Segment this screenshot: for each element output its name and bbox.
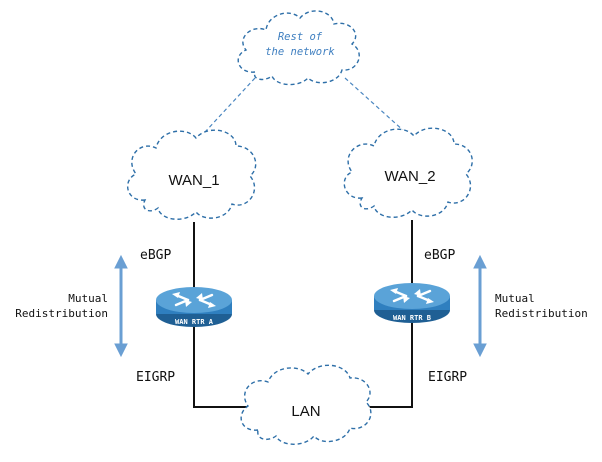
cloud-icon (126, 129, 257, 220)
ebgp-right-label: eBGP (424, 248, 455, 263)
rest-label-line2: the network (265, 46, 335, 58)
link-rest-wan1 (204, 77, 256, 133)
redistribution-right-line2: Redistribution (495, 307, 588, 320)
double-arrow-icon (114, 254, 128, 358)
lan-label: LAN (291, 403, 320, 420)
wan2-label: WAN_2 (384, 168, 435, 185)
cloud-rest-of-network: Rest of the network (237, 10, 360, 86)
ebgp-left-label: eBGP (140, 248, 171, 263)
wire-rtra-lan (193, 320, 248, 408)
eigrp-left-label: EIGRP (136, 370, 175, 385)
link-rest-wan2 (344, 77, 406, 133)
eigrp-right-label: EIGRP (428, 370, 467, 385)
cloud-lan: LAN (240, 364, 372, 445)
cloud-icon (237, 10, 360, 86)
router-a-label: WAN RTR A (175, 318, 214, 326)
wan1-label: WAN_1 (168, 172, 219, 189)
cloud-wan2: WAN_2 (343, 127, 473, 218)
cloud-wan1: WAN_1 (126, 129, 257, 220)
wire-rtrb-lan (368, 318, 413, 408)
router-wan-rtr-a: WAN RTR A (154, 285, 234, 329)
double-arrow-icon (473, 254, 487, 358)
redistribution-left-line2: Redistribution (15, 307, 108, 320)
cloud-icon (240, 364, 372, 445)
router-wan-rtr-b: WAN RTR B (372, 281, 452, 325)
redistribution-right-line1: Mutual (495, 292, 535, 305)
cloud-icon (343, 127, 473, 218)
redistribution-left-line1: Mutual (68, 292, 108, 305)
rest-label-line1: Rest of (278, 31, 323, 43)
router-b-label: WAN RTR B (393, 314, 431, 322)
